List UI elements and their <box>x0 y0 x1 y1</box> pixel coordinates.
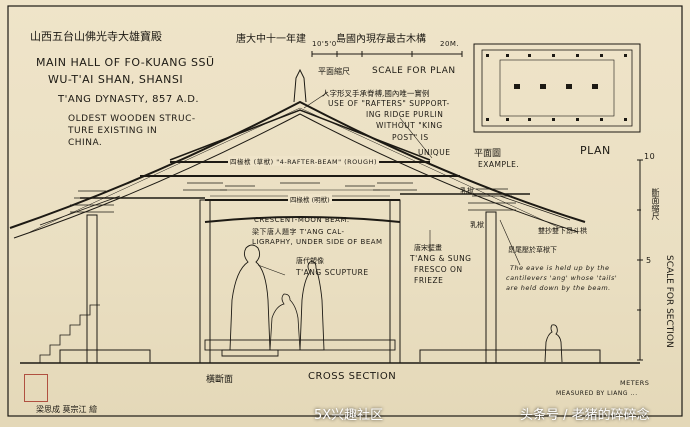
column-inner-left <box>199 199 211 364</box>
section-scale-mid: 5 <box>646 256 652 265</box>
plan-scale-end: 20M. <box>440 40 460 48</box>
fresco-label-2: FRESCO ON <box>414 265 463 274</box>
crescent-label-2: 梁下唐人題字 T'ANG CAL- <box>252 228 345 236</box>
column-outer-left <box>86 214 98 364</box>
meters-label: METERS <box>620 379 650 387</box>
column-inner-right <box>389 199 401 364</box>
column-outer-right <box>485 211 497 364</box>
section-scale-cn: 斷面縮尺 <box>651 188 660 220</box>
fresco-label-cn: 唐宋壁畫 <box>414 244 442 252</box>
plan-core <box>499 59 615 117</box>
plan-label: PLAN <box>580 144 611 157</box>
measured-by: MEASURED BY LIANG ... <box>556 390 638 397</box>
rufu-label-1: 乳栿 <box>460 187 474 195</box>
ridge-finial <box>293 68 307 103</box>
rafter-note-2: ING RIDGE PURLIN <box>366 110 444 119</box>
rufu-label-2: 乳栿 <box>470 221 484 229</box>
title-line6: CHINA. <box>68 138 103 148</box>
statue-seated <box>269 293 301 351</box>
stairs <box>39 304 100 363</box>
statue-standing <box>299 261 325 351</box>
beam-crescent <box>204 216 401 223</box>
roof-main <box>9 100 586 229</box>
eave-note-3: are held down by the beam. <box>506 284 611 292</box>
cn-note: 島國內現存最古木構 <box>336 34 426 45</box>
sculpture-label-cn: 唐代塑像 <box>296 257 324 265</box>
section-scale-bar <box>637 159 643 361</box>
sheet-border <box>7 5 683 417</box>
plan-scale-cn: 平面縮尺 <box>318 67 350 76</box>
fresco-label-3: FRIEZE <box>414 276 444 285</box>
eave-note-cn2: 昂尾壓於草栿下 <box>508 246 557 254</box>
plan-scale-bar <box>311 51 463 57</box>
seal-stamp <box>24 374 48 402</box>
watermark-left: 5X兴趣社区 <box>314 408 384 423</box>
plan-scale-label: SCALE FOR PLAN <box>372 66 456 76</box>
rafter-note-3: WITHOUT "KING <box>376 121 443 130</box>
title-line5: TURE EXISTING IN <box>68 126 158 136</box>
sculpture-label: T'ANG SCUPTURE <box>296 268 369 277</box>
section-label-cn: 橫斷面 <box>206 375 234 385</box>
statue-large <box>229 244 271 351</box>
bracket-sets <box>39 175 571 226</box>
plan-outline <box>473 43 641 133</box>
platform <box>59 349 601 363</box>
watermark-right: 头条号 / 老猪的碎碎念 <box>520 408 650 423</box>
plan-inner <box>481 49 633 127</box>
fresco-label-1: T'ANG & SUNG <box>410 254 472 263</box>
human-figure <box>544 324 563 363</box>
beam-4rafter-b-label: 四椽栿 (明栿) <box>288 194 332 204</box>
section-scale-top: 10 <box>644 152 656 161</box>
rafter-note-cn: 人字形叉手承脊榑,國內唯一實例 <box>322 89 430 98</box>
rafter-note-4: POST" IS <box>392 133 429 142</box>
plan-label-cn: 平面圖 <box>474 149 502 159</box>
rafter-note-1: USE OF "RAFTERS" SUPPORT- <box>328 99 450 108</box>
plan-scale-ticks: 10'5'0 <box>312 40 337 48</box>
section-scale-label: SCALE FOR SECTION <box>664 255 674 348</box>
statue-pedestal <box>221 349 279 357</box>
title-line3: T'ANG DYNASTY, 857 A.D. <box>58 94 200 105</box>
roof-rafters <box>29 107 561 233</box>
eave-note-2: cantilevers 'ang' whose 'tails' <box>506 274 618 282</box>
rafter-note-6: EXAMPLE. <box>478 160 520 169</box>
crescent-label-3: LIGRAPHY, UNDER SIDE OF BEAM <box>252 238 383 246</box>
title-line1: MAIN HALL OF FO-KUANG SSŬ <box>36 56 215 69</box>
beam-4rafter-label: 四椽栿 (草栿) "4-RAFTER-BEAM" (ROUGH) <box>228 156 380 166</box>
altar-platform <box>204 339 396 351</box>
rafter-struts <box>169 109 431 161</box>
cn-title: 山西五台山佛光寺大雄寶殿 <box>30 30 162 43</box>
plan-columns <box>486 54 627 121</box>
leader-lines <box>257 91 521 276</box>
title-line2: WU-T'AI SHAN, SHANSI <box>48 73 184 86</box>
cn-date: 唐大中十一年建 <box>236 34 306 45</box>
signature: 梁思成 莫宗江 繪 <box>36 405 98 414</box>
eave-note-1: The eave is held up by the <box>510 264 610 272</box>
title-line4: OLDEST WOODEN STRUC- <box>68 114 196 124</box>
crescent-label-1: CRESCENT-MOON BEAM. <box>254 216 350 224</box>
eave-note-cn1: 雙抄雙下昂斗栱 <box>538 227 587 235</box>
rafter-note-5: UNIQUE <box>418 148 451 157</box>
section-label: CROSS SECTION <box>308 371 397 382</box>
